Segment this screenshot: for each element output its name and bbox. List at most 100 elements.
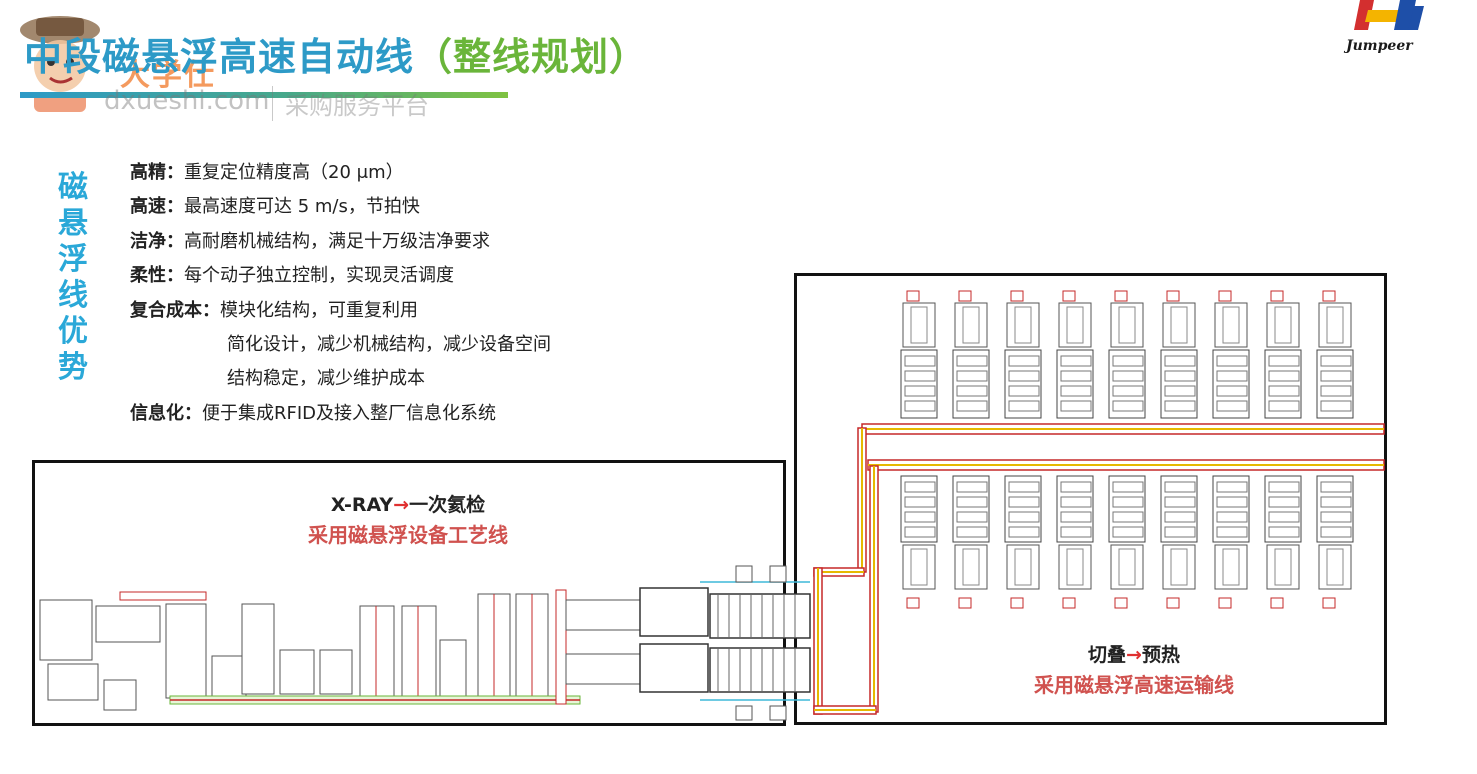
station-cell [1112,355,1144,367]
station-unit [1110,302,1144,348]
station-unit [1326,306,1344,344]
transport-line-caption-title: 切叠→预热 [1020,640,1248,667]
station-cell [1008,400,1040,412]
station-unit [1162,544,1196,590]
feature-key: 柔性： [130,265,184,287]
feature-row: 高速：最高速度可达 5 m/s，节拍快 [130,190,551,224]
station-unit [954,544,988,590]
feature-row: 高精：重复定位精度高（20 μm） [130,156,551,190]
feature-value: 最高速度可达 5 m/s，节拍快 [184,196,420,218]
station-cell [1216,496,1248,508]
station-unit [1214,302,1248,348]
station-cell [956,481,988,493]
station-unit [1014,548,1032,586]
station-cell [1164,385,1196,397]
feature-row: 简化设计，减少机械结构，减少设备空间 [130,328,551,362]
station-cell [1268,511,1300,523]
station-unit [900,475,938,543]
page-title-main: 中段磁悬浮高速自动线 [24,35,415,79]
station-unit [1160,475,1198,543]
station-unit [1110,544,1144,590]
brand-name: Jumpeer [1346,38,1413,54]
station-unit [910,306,928,344]
equipment-block [735,705,753,721]
title-underline [20,92,508,98]
equipment-block [565,599,641,631]
feature-key: 信息化： [130,402,202,424]
station-unit [1318,544,1352,590]
station-cell [1112,370,1144,382]
vertical-char: 线 [58,278,88,313]
caption-text: 切叠 [1088,644,1127,666]
station-unit [962,306,980,344]
equipment-block [735,565,753,583]
vertical-char: 优 [58,314,88,349]
station-cell [1060,385,1092,397]
vertical-char: 磁 [58,170,88,205]
equipment-block [95,605,161,643]
station-cell [1216,370,1248,382]
station-unit [952,349,990,419]
station-cell [956,370,988,382]
watermark-url: dxueshi.com [104,86,270,116]
vertical-char: 浮 [58,242,88,277]
station-cell [1008,481,1040,493]
station-unit [1212,349,1250,419]
equipment-block [241,603,275,695]
equipment-block [39,599,93,661]
station-unit [1264,475,1302,543]
process-track [119,591,207,601]
station-marker [906,290,920,302]
arrow-right-icon: → [393,494,410,516]
equipment-block [439,639,467,697]
feature-value: 结构稳定，减少维护成本 [227,368,425,390]
station-marker [1062,597,1076,609]
station-cell [1112,385,1144,397]
station-cell [904,526,936,538]
watermark-tagline: 采购服务平台 [272,86,429,121]
station-cell [1320,400,1352,412]
station-unit [1326,548,1344,586]
station-cell [956,496,988,508]
station-unit [1066,548,1084,586]
feature-row: 洁净：高耐磨机械结构，满足十万级洁净要求 [130,225,551,259]
station-cell [1164,400,1196,412]
station-cell [1216,481,1248,493]
station-unit [1118,306,1136,344]
station-cell [1216,400,1248,412]
equipment-block [565,653,641,685]
station-unit [1006,302,1040,348]
station-cell [904,400,936,412]
vertical-advantage-label: 磁 悬 浮 线 优 势 [54,170,92,386]
station-marker [1010,290,1024,302]
process-line-caption: X-RAY→一次氦检 采用磁悬浮设备工艺线 [300,490,516,548]
station-cell [1268,526,1300,538]
station-cell [1320,496,1352,508]
station-unit [1006,544,1040,590]
station-cell [1112,526,1144,538]
station-cell [1320,481,1352,493]
equipment-block [709,647,811,693]
station-unit [952,475,990,543]
station-cell [904,496,936,508]
station-marker [1322,290,1336,302]
station-unit [1214,544,1248,590]
station-cell [1008,370,1040,382]
station-unit [1108,475,1146,543]
equipment-block [769,565,787,583]
station-unit [902,544,936,590]
station-marker [958,597,972,609]
station-cell [1060,370,1092,382]
station-cell [1112,496,1144,508]
station-cell [1320,511,1352,523]
feature-key: 复合成本： [130,299,220,321]
station-cell [1112,511,1144,523]
process-line-caption-subtitle: 采用磁悬浮设备工艺线 [308,523,508,547]
feature-key: 洁净： [130,230,184,252]
station-marker [1218,290,1232,302]
station-marker [1010,597,1024,609]
feature-key: 高速： [130,196,184,218]
station-unit [1056,349,1094,419]
equipment-block [47,663,99,701]
